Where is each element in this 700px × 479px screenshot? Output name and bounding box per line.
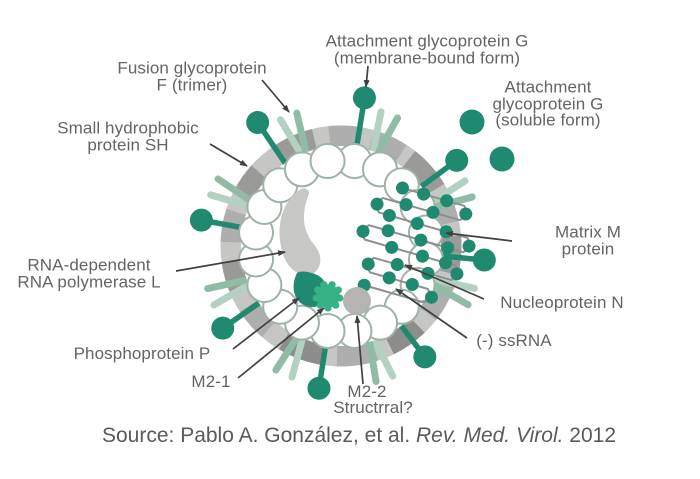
label-fusion-glycoprotein-f: Fusion glycoprotein F (trimer) xyxy=(117,58,267,94)
source-citation: Source: Pablo A. González, et al. Rev. M… xyxy=(102,424,616,448)
source-text-year: 2012 xyxy=(563,424,617,447)
label-phosphoprotein-p: Phosphoprotein P xyxy=(73,343,211,363)
label-rna-polymerase-l: RNA-dependent RNA polymerase L xyxy=(17,255,161,291)
label-attachment-g-soluble: Attachment glycoprotein G (soluble form) xyxy=(492,77,604,130)
label-attachment-g-membrane-bound: Attachment glycoprotein G (membrane-boun… xyxy=(325,31,529,67)
label-leader-arrows xyxy=(175,65,513,385)
label-m2-2-structural-note: Structrral? xyxy=(333,397,413,417)
source-text-italic: Rev. Med. Virol. xyxy=(416,424,564,447)
label-m2-1: M2-1 xyxy=(191,371,231,391)
label-small-hydrophobic-sh: Small hydrophobic protein SH xyxy=(57,118,199,154)
virion-interior xyxy=(279,181,476,315)
ribonucleoprotein-helix xyxy=(356,181,476,304)
soluble-g-protein-circles xyxy=(459,109,515,172)
matrix-protein-ring xyxy=(238,143,444,349)
label-matrix-m-protein: Matrix M protein xyxy=(555,222,621,258)
source-text-normal: Source: Pablo A. González, et al. xyxy=(101,424,416,447)
label-nucleoprotein-n: Nucleoprotein N xyxy=(500,292,624,312)
label-ssrna: (-) ssRNA xyxy=(476,330,552,350)
surface-glycoprotein-spikes xyxy=(189,86,496,400)
label-m2-2: M2-2 xyxy=(347,381,387,401)
